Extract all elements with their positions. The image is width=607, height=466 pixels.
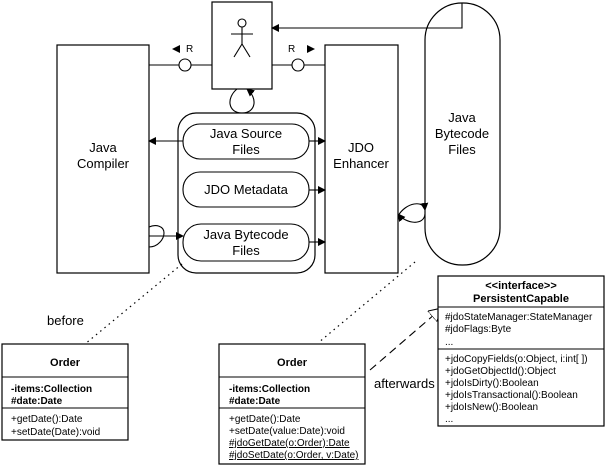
java-compiler-label-line-1: Java <box>89 140 117 155</box>
actor-loop-arrow <box>229 88 255 114</box>
order-class-before: Order -items:Collection #date:Date +getD… <box>1 343 129 441</box>
class-method: +setDate(value:Date):void <box>229 426 345 437</box>
storage-to-actor-arrow <box>271 3 463 32</box>
jdo-enhancer-label-line-2: Enhancer <box>333 156 389 171</box>
jdo-enhancer-label-line-1: JDO <box>348 140 374 155</box>
enhancer-to-storage-arrow <box>397 202 429 217</box>
java-source-files-line-2: Files <box>232 142 260 157</box>
bytecode-files-line-1: Java Bytecode <box>203 227 288 242</box>
class-attribute: #date:Date <box>11 396 63 407</box>
class-method: #jdoSetDate(o:Order, v:Date) <box>229 450 359 461</box>
developer-actor-box <box>211 1 273 90</box>
order-class-after: Order -items:Collection #date:Date +getD… <box>218 343 366 465</box>
class-method: +setDate(Date):void <box>11 427 100 438</box>
read-direction-icon <box>307 45 315 53</box>
interface-method: ... <box>445 414 453 425</box>
interface-method: +jdoGetObjectId():Object <box>445 366 556 377</box>
bytecode-storage-label-line-3: Files <box>448 142 476 157</box>
storage-to-enhancer-arrow <box>397 213 426 223</box>
interface-method: +jdoIsNew():Boolean <box>445 402 538 413</box>
class-name: Order <box>277 357 308 369</box>
interface-attribute: ... <box>445 337 453 348</box>
class-attribute: -items:Collection <box>229 384 310 395</box>
read-direction-icon <box>172 45 180 53</box>
jdo-enhancer-box: JDO Enhancer <box>324 44 399 274</box>
interface-method: +jdoIsTransactional():Boolean <box>445 390 578 401</box>
bytecode-storage-label-line-2: Bytecode <box>435 126 489 141</box>
before-connector <box>84 263 183 345</box>
left-port: R <box>149 44 212 72</box>
afterwards-label: afterwards <box>374 376 435 391</box>
right-port-label: R <box>288 44 295 55</box>
right-port: R <box>272 44 325 72</box>
afterwards-connector <box>317 261 416 344</box>
class-attribute: #date:Date <box>229 396 281 407</box>
before-label: before <box>47 313 84 328</box>
java-compiler-box: Java Compiler <box>56 44 150 274</box>
interface-attribute: #jdoStateManager:StateManager <box>445 312 593 323</box>
compiler-cycle-arrow <box>148 225 165 248</box>
class-method: +getDate():Date <box>229 414 301 425</box>
interface-attribute: #jdoFlags:Byte <box>445 324 512 335</box>
class-name: Order <box>50 357 81 369</box>
java-bytecode-files-storage: Java Bytecode Files <box>424 2 501 266</box>
java-source-files-line-1: Java Source <box>210 126 282 141</box>
class-attribute: -items:Collection <box>11 384 92 395</box>
left-port-label: R <box>186 44 193 55</box>
java-compiler-label-line-2: Compiler <box>77 156 130 171</box>
files-container: Java Source Files JDO Metadata Java Byte… <box>177 112 316 274</box>
stick-figure-icon <box>231 18 253 58</box>
realization-arrow <box>369 308 442 371</box>
interface-name: PersistentCapable <box>473 293 569 305</box>
jdo-metadata-label: JDO Metadata <box>204 182 289 197</box>
interface-stereotype: <<interface>> <box>485 280 557 292</box>
interface-method: +jdoIsDirty():Boolean <box>445 378 539 389</box>
class-method: #jdoGetDate(o:Order):Date <box>229 438 350 449</box>
bytecode-files-line-2: Files <box>232 243 260 258</box>
class-method: +getDate():Date <box>11 414 83 425</box>
interface-method: +jdoCopyFields(o:Object, i:int[ ]) <box>445 354 588 365</box>
persistent-capable-interface: <<interface>> PersistentCapable #jdoStat… <box>437 275 605 427</box>
bytecode-storage-label-line-1: Java <box>448 110 476 125</box>
